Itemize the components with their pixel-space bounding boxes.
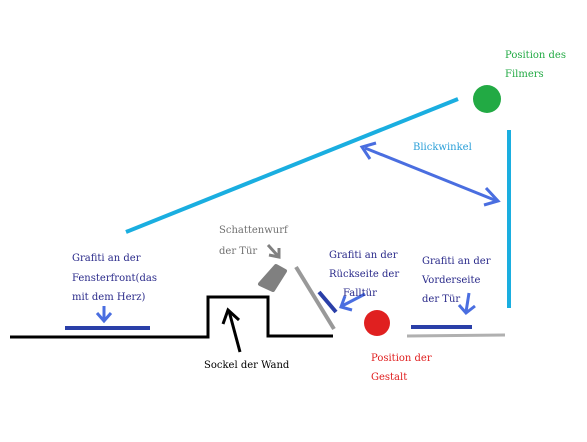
- arrow-back-door: [339, 292, 366, 312]
- arrow-sockel: [221, 307, 242, 353]
- arrow-front-door: [457, 292, 476, 316]
- label-gestalt: Position der Gestalt: [371, 353, 435, 383]
- label-schattenwurf: Schattenwurf der Tür: [219, 225, 291, 257]
- arrow-shadow: [266, 243, 281, 259]
- door-line: [294, 265, 336, 331]
- figure-marker: [364, 310, 390, 336]
- floor-line: [10, 295, 333, 339]
- graffiti-back-bar: [317, 290, 338, 314]
- arrow-window: [95, 306, 113, 324]
- shadow-blob: [258, 264, 287, 292]
- filmer-marker: [473, 85, 501, 113]
- label-blickwinkel: Blickwinkel: [413, 142, 472, 153]
- sightline: [125, 97, 459, 234]
- blickwinkel-arrow: [359, 141, 501, 207]
- label-graffiti-rueckseite: Grafiti an der Rückseite der Falltür: [329, 250, 402, 299]
- floor-gray-segment: [406, 333, 506, 338]
- label-filmer: Position des Filmers: [505, 50, 569, 80]
- label-graffiti-vorderseite: Grafiti an der Vorderseite der Tür: [421, 256, 494, 305]
- label-graffiti-fenster: Grafiti an der Fensterfront(das mit dem …: [72, 253, 160, 303]
- label-sockel: Sockel der Wand: [204, 360, 290, 371]
